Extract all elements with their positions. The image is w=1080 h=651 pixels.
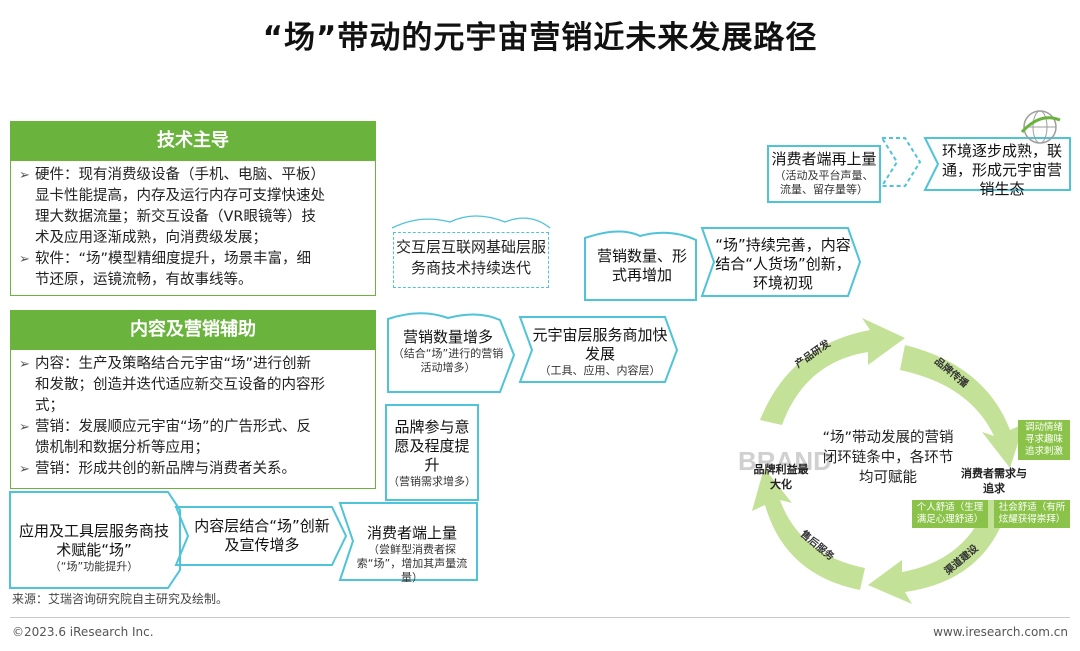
step-8-title: “场”持续完善，内容结合“人货场”创新，环境初现 [715, 236, 851, 292]
tech-panel-body: ➢ 硬件：现有消费级设备（手机、电脑、平板） 显卡性能提高，内存及运行内存可支撑… [10, 161, 376, 296]
footer-divider [10, 617, 1070, 618]
content-panel-heading: 内容及营销辅助 [10, 310, 376, 350]
step-6: 元宇宙层服务商加快发展 （工具、应用、内容层） [530, 326, 670, 378]
arrow-bullet-icon: ➢ [19, 462, 30, 477]
text-line: 营销：发展顺应元宇宙“场”的广告形式、反 [35, 419, 312, 435]
cloud-note: 交互层互联网基础层服务商技术持续迭代 [393, 232, 549, 288]
cycle-arrow-brand-spread [900, 345, 1024, 468]
step-shape-11 [923, 137, 1071, 191]
step-shape-1 [9, 491, 181, 589]
note-interest: 调动情绪寻求趣味追求刺激 [1018, 420, 1070, 460]
tech-panel: 技术主导 ➢ 硬件：现有消费级设备（手机、电脑、平板） 显卡性能提高，内存及运行… [10, 121, 376, 296]
tech-panel-heading: 技术主导 [10, 121, 376, 161]
step-shape-6 [518, 316, 679, 383]
content-panel-body: ➢ 内容：生产及策略结合元宇宙“场”进行创新 和发散；创造并迭代适应新交互设备的… [10, 350, 376, 489]
step-7-title: 营销数量、形式再增加 [596, 247, 687, 284]
text-line: 内容：生产及策略结合元宇宙“场”进行创新 [35, 356, 312, 372]
step-1-sub: （“场”功能提升） [49, 560, 139, 573]
cycle-arrow-product [760, 318, 905, 425]
text-line: 营销：形成共创的新品牌与消费者关系。 [35, 461, 296, 477]
cycle-center-text: “场”带动发展的营销闭环链条中，各环节均可赋能 [822, 430, 954, 486]
step-4: 品牌参与意愿及程度提升 （营销需求增多） [388, 418, 476, 489]
step-3: 消费者端上量 （尝鲜型消费者探索“场”，增加其声量流量） [350, 524, 474, 585]
arrow-bullet-icon: ➢ [19, 168, 30, 183]
arrow-bullet-icon: ➢ [19, 252, 30, 267]
text-line: 式； [35, 398, 64, 414]
bullet-marketing-2: ➢ 营销：形成共创的新品牌与消费者关系。 [19, 459, 367, 480]
text-line: 理大数据流量；新交互设备（VR眼镜等）技 [35, 209, 316, 225]
step-5: 营销数量增多 （结合“场”进行的营销活动增多） [392, 328, 504, 375]
step-3-title: 消费者端上量 [366, 524, 457, 542]
step-3-sub: （尝鲜型消费者探索“场”，增加其声量流量） [356, 543, 468, 584]
step-shape-7 [584, 230, 697, 301]
site-url: www.iresearch.com.cn [933, 625, 1068, 639]
text-line: 显卡性能提高，内存及运行内存可支撑快速处 [35, 188, 325, 204]
step-4-title: 品牌参与意愿及程度提升 [394, 418, 470, 474]
step-9: 消费者端再上量 （活动及平台声量、流量、留存量等） [770, 150, 878, 197]
note-social: 社会舒适（有所炫耀获得崇拜） [994, 500, 1070, 528]
bullet-content: ➢ 内容：生产及策略结合元宇宙“场”进行创新 和发散；创造并迭代适应新交互设备的… [19, 354, 367, 417]
arrow-bullet-icon: ➢ [19, 420, 30, 435]
step-9-title: 消费者端再上量 [771, 150, 877, 168]
cycle-arrow-channel [868, 500, 1010, 604]
step-6-title: 元宇宙层服务商加快发展 [532, 326, 668, 363]
content-panel: 内容及营销辅助 ➢ 内容：生产及策略结合元宇宙“场”进行创新 和发散；创造并迭代… [10, 310, 376, 489]
step-10-title: 环境逐步成熟，联通，形成元宇宙营销生态 [941, 142, 1062, 198]
bullet-hardware: ➢ 硬件：现有消费级设备（手机、电脑、平板） 显卡性能提高，内存及运行内存可支撑… [19, 165, 367, 249]
globe-icon [1020, 110, 1061, 144]
step-5-sub: （结合“场”进行的营销活动增多） [392, 347, 504, 374]
page-title: “场”带动的元宇宙营销近未来发展路径 [262, 20, 818, 56]
cycle-arrow-after-sales [752, 468, 865, 590]
brand-watermark: BRAND [738, 446, 832, 476]
step-10: 环境逐步成熟，联通，形成元宇宙营销生态 [937, 142, 1067, 199]
step-shape-3 [338, 502, 478, 581]
step-1: 应用及工具层服务商技术赋能“场” （“场”功能提升） [14, 522, 174, 574]
copyright: ©2023.6 iResearch Inc. [12, 625, 154, 639]
step-9-sub: （活动及平台声量、流量、留存量等） [774, 169, 874, 196]
source-note: 来源：艾瑞咨询研究院自主研究及绘制。 [12, 592, 229, 606]
step-2-title: 内容层结合“场”创新及宣传增多 [194, 517, 330, 554]
note-personal: 个人舒适（生理满足心理舒适） [912, 500, 988, 528]
step-1-title: 应用及工具层服务商技术赋能“场” [18, 522, 169, 559]
step-shape-9 [767, 145, 881, 203]
text-line: 术及应用逐渐成熟，向消费级发展； [35, 230, 267, 246]
text-line: 和发散；创造并迭代适应新交互设备的内容形 [35, 377, 325, 393]
text-line: 软件：“场”模型精细度提升，场景丰富，细 [35, 251, 312, 267]
step-8: “场”持续完善，内容结合“人货场”创新，环境初现 [712, 236, 854, 293]
cloud-note-text: 交互层互联网基础层服务商技术持续迭代 [395, 238, 546, 277]
step-2: 内容层结合“场”创新及宣传增多 [192, 517, 332, 555]
arrow-bullet-icon: ➢ [19, 357, 30, 372]
bullet-software: ➢ 软件：“场”模型精细度提升，场景丰富，细 节还原，运镜流畅，有故事线等。 [19, 249, 367, 291]
text-line: 节还原，运镜流畅，有故事线等。 [35, 272, 253, 288]
step-shape-10 [880, 137, 922, 187]
bullet-marketing-1: ➢ 营销：发展顺应元宇宙“场”的广告形式、反 馈机制和数据分析等应用； [19, 417, 367, 459]
consumer-node: 消费者需求与追求 [961, 467, 1027, 495]
step-5-title: 营销数量增多 [402, 328, 493, 346]
step-6-sub: （工具、应用、内容层） [539, 364, 661, 377]
step-4-sub: （营销需求增多） [388, 475, 476, 488]
step-shape-2 [174, 506, 348, 566]
step-shape-5 [387, 312, 516, 393]
text-line: 馈机制和数据分析等应用； [35, 440, 209, 456]
step-7: 营销数量、形式再增加 [590, 247, 694, 285]
step-shape-4 [385, 404, 479, 501]
cloud-top-arc [391, 215, 551, 229]
text-line: 硬件：现有消费级设备（手机、电脑、平板） [35, 167, 325, 183]
step-shape-8 [700, 227, 862, 297]
brand-node: 品牌利益最大化 [753, 463, 809, 491]
